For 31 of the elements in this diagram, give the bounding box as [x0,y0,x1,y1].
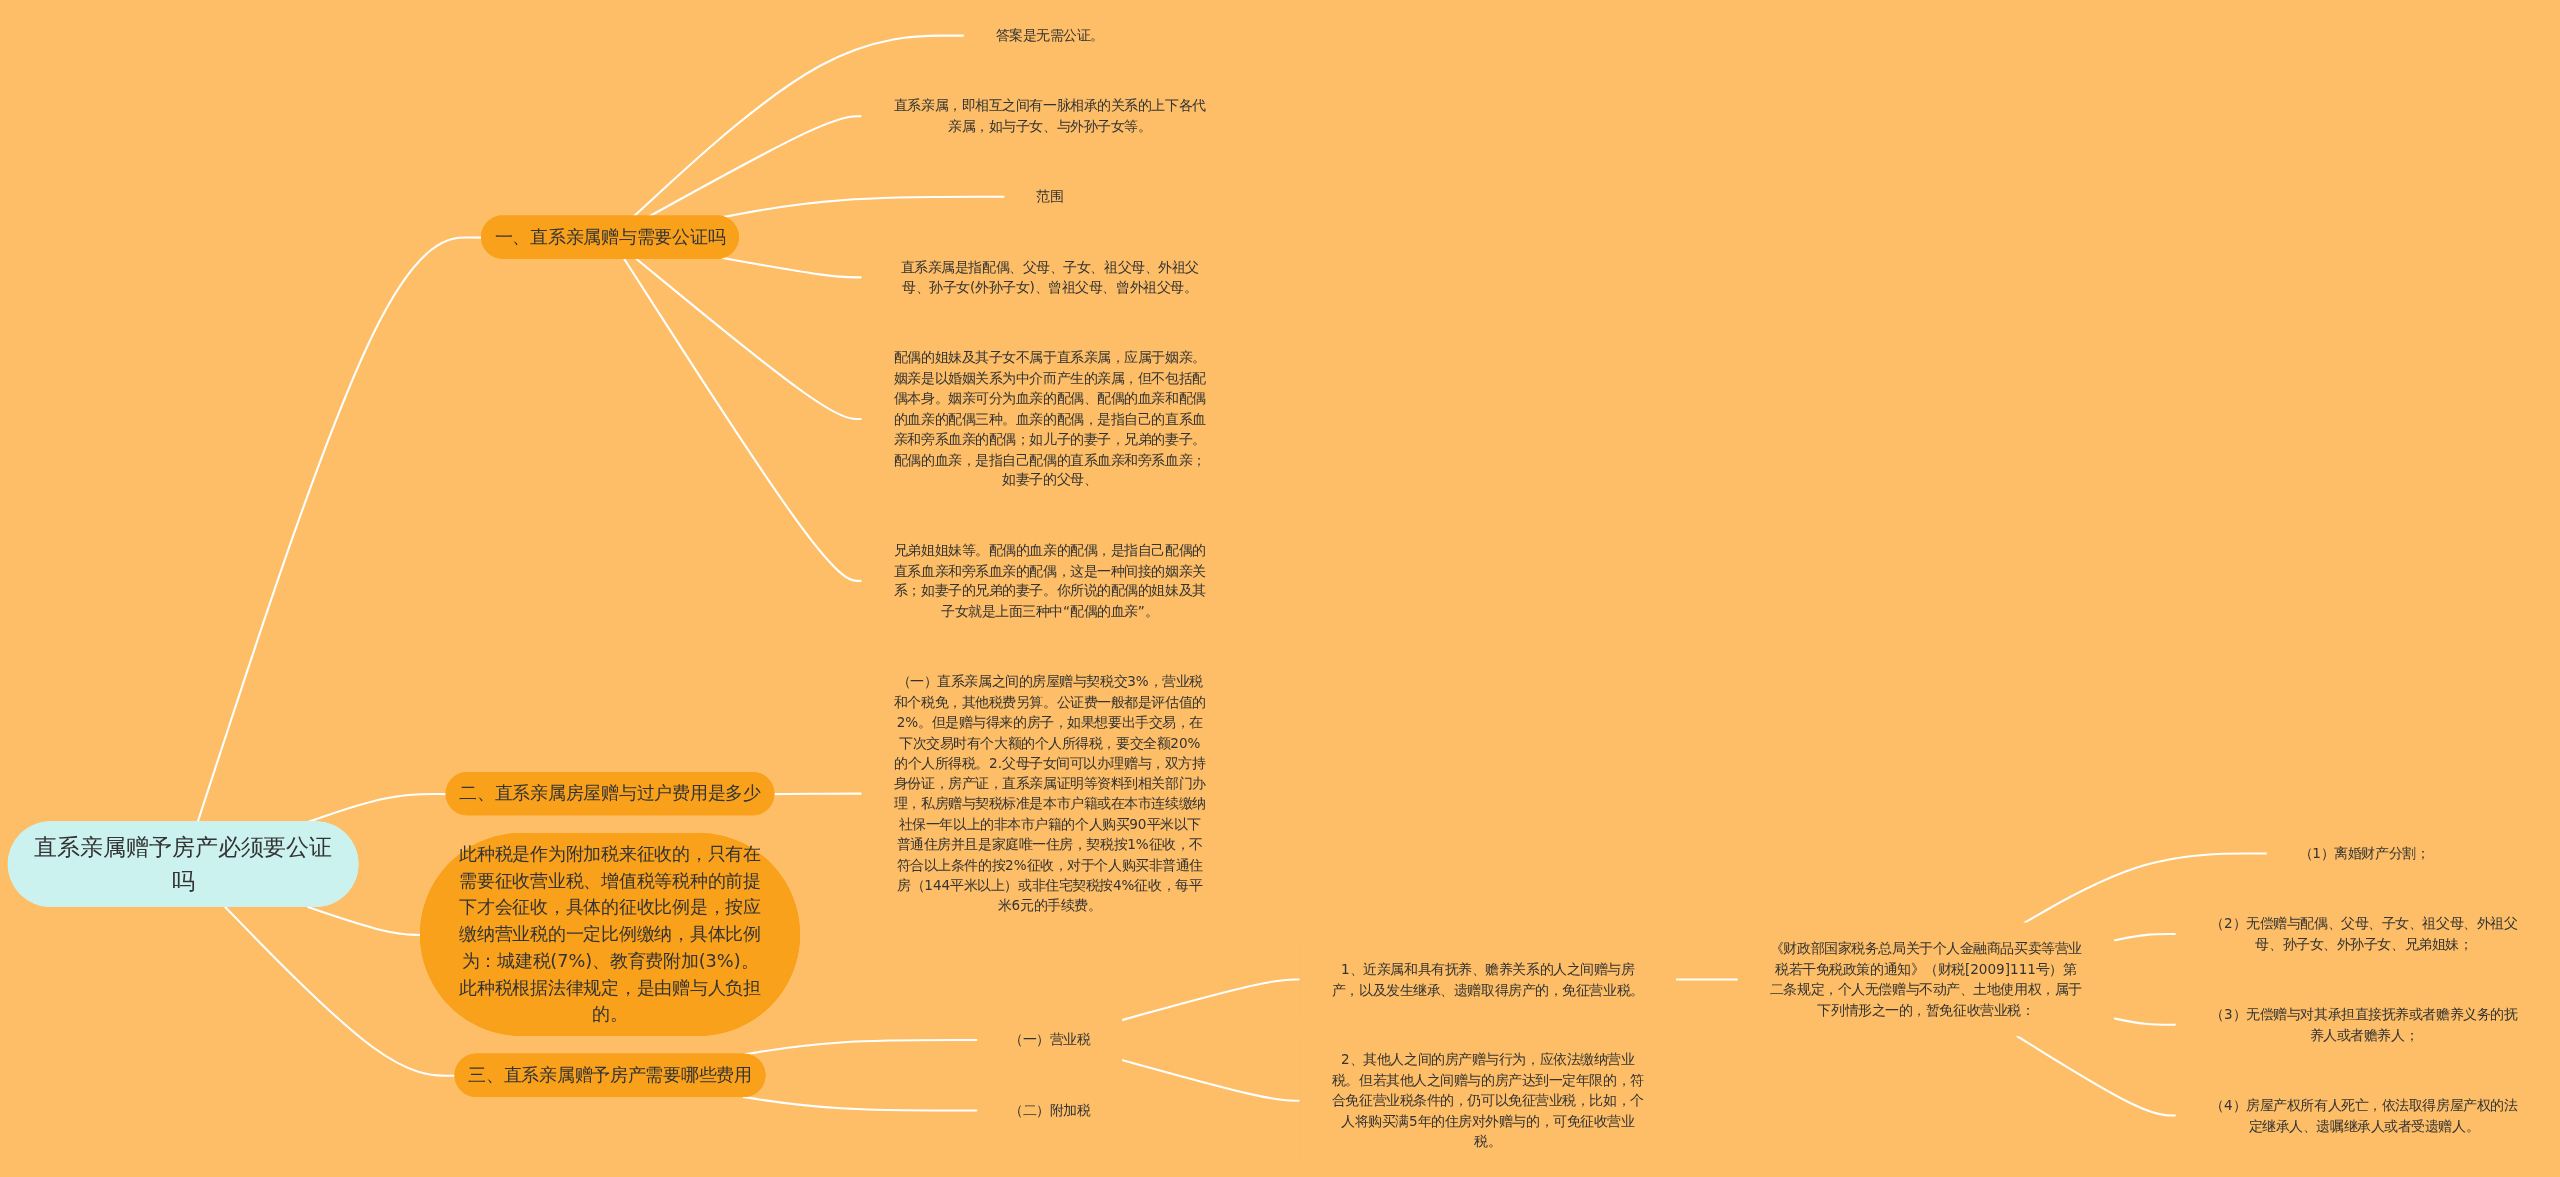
connector [635,257,862,420]
node-text: （4）房屋产权所有人死亡，依法取得房屋产权的法定继承人、遗嘱继承人或者受遗赠人。 [2210,1097,2518,1134]
node-text: 2、其他人之间的房产赠与行为，应依法缴纳营业税。但若其他人之间赠与的房产达到一定年限的，符合免征营业税条件的，仍可以免征营业税，比如，个人将购买满5年的住房对外赠与的，可免征收营业税。 [1331,1051,1644,1149]
node-text: 《财政部国家税务总局关于个人金融商品买卖等营业税若干免税政策的通知》（财税[2009]111号）第二条规定，个人无偿赠与不动产、土地使用权，属于下列情形之一的，暂免征收营业税： [1769,940,2082,1018]
node-text: （2）无偿赠与配偶、父母、子女、祖父母、外祖父母、孙子女、外孙子女、兄弟姐妹； [2210,915,2518,952]
connector [1121,978,1301,1022]
connector [742,1039,978,1056]
connector [2113,933,2177,942]
node-text: 直系亲属，即相互之间有一脉相承的关系的上下各代亲属，如与子女、与外孙子女等。 [893,97,1206,134]
connector [2015,1034,2177,1117]
node-text: 直系亲属是指配偶、父母、子女、祖父母、外祖父母、孙子女(外孙子女)、曾祖父母、曾外祖父母。 [900,259,1199,296]
node-text: （二）附加税 [1009,1102,1091,1119]
node-text: （1）离婚财产分割； [2298,845,2430,862]
connector [742,1095,978,1112]
connector [1675,978,1739,981]
connector [2113,1017,2177,1026]
node-text: 1、近亲属和具有抚养、赡养关系的人之间赠与房产，以及发生继承、遗赠取得房产的，免征营业税。 [1331,961,1644,998]
connector [2023,852,2268,924]
node-text: （一）营业税 [1009,1031,1091,1048]
node-text: 兄弟姐姐妹等。配偶的血亲的配偶，是指自己配偶的直系血亲和旁系血亲的配偶，这是一种间接的姻亲关系；如妻子的兄弟的妻子。你所说的配偶的姐妹及其子女就是上面三种中“配偶的血亲”。 [893,542,1206,619]
node-text: （一）直系亲属之间的房屋赠与契税交3%，营业税和个税免，其他税费另算。公证费一般都是评估值的2%。但是赠与得来的房子，如果想要出手交易，在下次交易时有个大额的个人所得税，要交全额20%的个人所得税。2.父母子女间可以办理赠与，双方持身份证，房产证，直系亲属证明等资料到相关部门办理，私房赠与契税标准是本市户籍或在本市连续缴纳社保一年以上的非本市户籍的个人购买90平米以下普通住房并且是家庭唯一住房，契税按1%征收，不符合以上条件的按2%征收，对于个人购买非普通住房（144平米以上）或非住宅契税按4%征收，每平米6元的手续费。 [893,673,1206,914]
connector [224,906,456,1077]
connector [722,257,862,279]
node-text: 范围 [1036,188,1064,205]
connector [722,195,1005,219]
node-text: 答案是无需公证。 [995,27,1104,44]
node-text: 配偶的姐妹及其子女不属于直系亲属，应属于姻亲。姻亲是以婚姻关系为中介而产生的亲属，但不包括配偶本身。姻亲可分为血亲的配偶、配偶的血亲和配偶的血亲的配偶三种。血亲的配偶，是指自己的直系血亲和旁系血亲的配偶；如儿子的妻子，兄弟的妻子。配偶的血亲，是指自己配偶的直系血亲和旁系血亲；如妻子的父母、 [893,349,1206,488]
node-text: （3）无偿赠与对其承担直接抚养或者赡养义务的抚养人或者赡养人； [2210,1006,2518,1043]
connector [1121,1058,1301,1102]
connector [623,258,862,582]
connector [774,792,862,796]
